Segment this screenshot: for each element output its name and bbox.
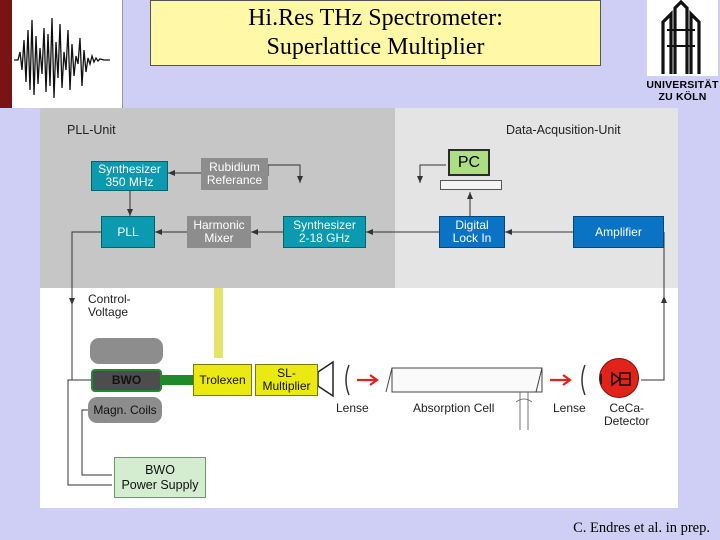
absorption-cell-icon bbox=[391, 367, 543, 393]
slide-title: Hi.Res THz Spectrometer: Superlattice Mu… bbox=[150, 0, 601, 66]
title-line-2: Superlattice Multiplier bbox=[266, 34, 485, 60]
control-label-2: Voltage bbox=[88, 305, 129, 319]
university-name-2: ZU KÖLN bbox=[658, 91, 707, 103]
lense-1-label: Lense bbox=[336, 401, 369, 415]
digital-lock-in: Digital Lock In bbox=[439, 216, 505, 248]
wire-coils-psu bbox=[81, 409, 112, 476]
coils-label: Magn. Coils bbox=[93, 402, 157, 417]
university-emblem-icon bbox=[647, 0, 718, 76]
blank-unit bbox=[90, 338, 163, 364]
amplifier: Amplifier bbox=[573, 216, 664, 248]
pc-label: PC bbox=[457, 154, 481, 171]
sl-label-2: Multiplier bbox=[262, 379, 311, 393]
lense-2-label: Lense bbox=[553, 401, 586, 415]
trolexen-label: Trolexen bbox=[199, 372, 246, 387]
ceca-detector-icon bbox=[596, 358, 639, 398]
lockin-label-2: Lock In bbox=[452, 231, 492, 245]
absorption-cell-label: Absorption Cell bbox=[413, 401, 495, 415]
daq-unit-region bbox=[395, 108, 678, 288]
beam-arrows bbox=[357, 374, 572, 386]
pll-block: PLL bbox=[101, 216, 155, 248]
rubidium-label-2: Referance bbox=[206, 173, 263, 187]
wiring bbox=[67, 164, 665, 486]
keyboard-icon bbox=[440, 180, 502, 190]
daq-unit-label: Data-Acqusition-Unit bbox=[506, 123, 621, 137]
control-label-1: Control- bbox=[88, 292, 131, 306]
bwo-source: BWO bbox=[91, 369, 162, 392]
wire-pll-control bbox=[71, 231, 101, 305]
trolexen-lens: Trolexen bbox=[193, 364, 252, 396]
wire-bwo-psu-outer bbox=[67, 379, 112, 486]
wire-arrowheads bbox=[69, 170, 667, 305]
amplifier-label: Amplifier bbox=[595, 224, 642, 239]
rubidium-label-1: Rubidium bbox=[209, 160, 260, 174]
cell-window-right bbox=[535, 367, 543, 393]
spectrum-logo-icon bbox=[0, 0, 110, 108]
magnetic-coils: Magn. Coils bbox=[88, 397, 162, 423]
detector-symbol-icon bbox=[596, 371, 631, 387]
harmonic-label-2: Mixer bbox=[204, 231, 234, 245]
synthesizer-2-18ghz: Synthesizer 2-18 GHz bbox=[283, 216, 366, 248]
pll-label: PLL bbox=[117, 224, 139, 239]
lense-2-icon bbox=[581, 364, 586, 396]
pc-monitor-icon: PC bbox=[448, 149, 490, 176]
synth218-label-1: Synthesizer bbox=[293, 218, 356, 232]
detector-label: CeCa- Detector bbox=[604, 402, 649, 428]
detector-label-2: Detector bbox=[604, 414, 650, 428]
psu-label-1: BWO bbox=[145, 462, 175, 477]
rubidium-reference: Rubidium Referance bbox=[201, 158, 268, 190]
title-line-1: Hi.Res THz Spectrometer: bbox=[248, 5, 503, 31]
sl-label-1: SL- bbox=[277, 366, 296, 380]
harmonic-mixer: Harmonic Mixer bbox=[187, 216, 251, 248]
university-logo: UNIVERSITÄT ZU KÖLN bbox=[645, 0, 720, 108]
bwo-power-supply: BWO Power Supply bbox=[114, 457, 206, 498]
harmonic-label-1: Harmonic bbox=[193, 218, 245, 232]
spectrum-logo bbox=[0, 0, 123, 108]
detector-label-1: CeCa- bbox=[609, 401, 645, 415]
lockin-label-1: Digital bbox=[455, 218, 489, 232]
sl-multiplier: SL- Multiplier bbox=[255, 364, 318, 396]
university-name-1: UNIVERSITÄT bbox=[646, 79, 719, 91]
pll-unit-region bbox=[40, 108, 395, 288]
horn-antenna-icon bbox=[317, 360, 334, 398]
wire-detector-amp bbox=[641, 342, 665, 381]
waveguide-beam bbox=[214, 288, 223, 358]
synthesizer-350mhz: Synthesizer 350 MHz bbox=[91, 161, 168, 191]
lense-1-icon bbox=[345, 364, 350, 396]
control-voltage-label: Control- Voltage bbox=[88, 293, 131, 319]
bwo-trolexen-coupling bbox=[160, 375, 193, 385]
gas-inlet-icon bbox=[515, 392, 533, 430]
psu-label-2: Power Supply bbox=[121, 477, 199, 492]
citation-credit: C. Endres et al. in prep. bbox=[573, 520, 710, 536]
cell-window-left bbox=[385, 367, 393, 393]
wire-rubidium-synth218 bbox=[267, 164, 301, 183]
pll-unit-label: PLL-Unit bbox=[67, 123, 116, 137]
bwo-label: BWO bbox=[111, 373, 142, 387]
synth350-label-1: Synthesizer bbox=[98, 162, 161, 176]
synth218-label-2: 2-18 GHz bbox=[298, 231, 351, 245]
synth350-label-2: 350 MHz bbox=[105, 175, 154, 189]
